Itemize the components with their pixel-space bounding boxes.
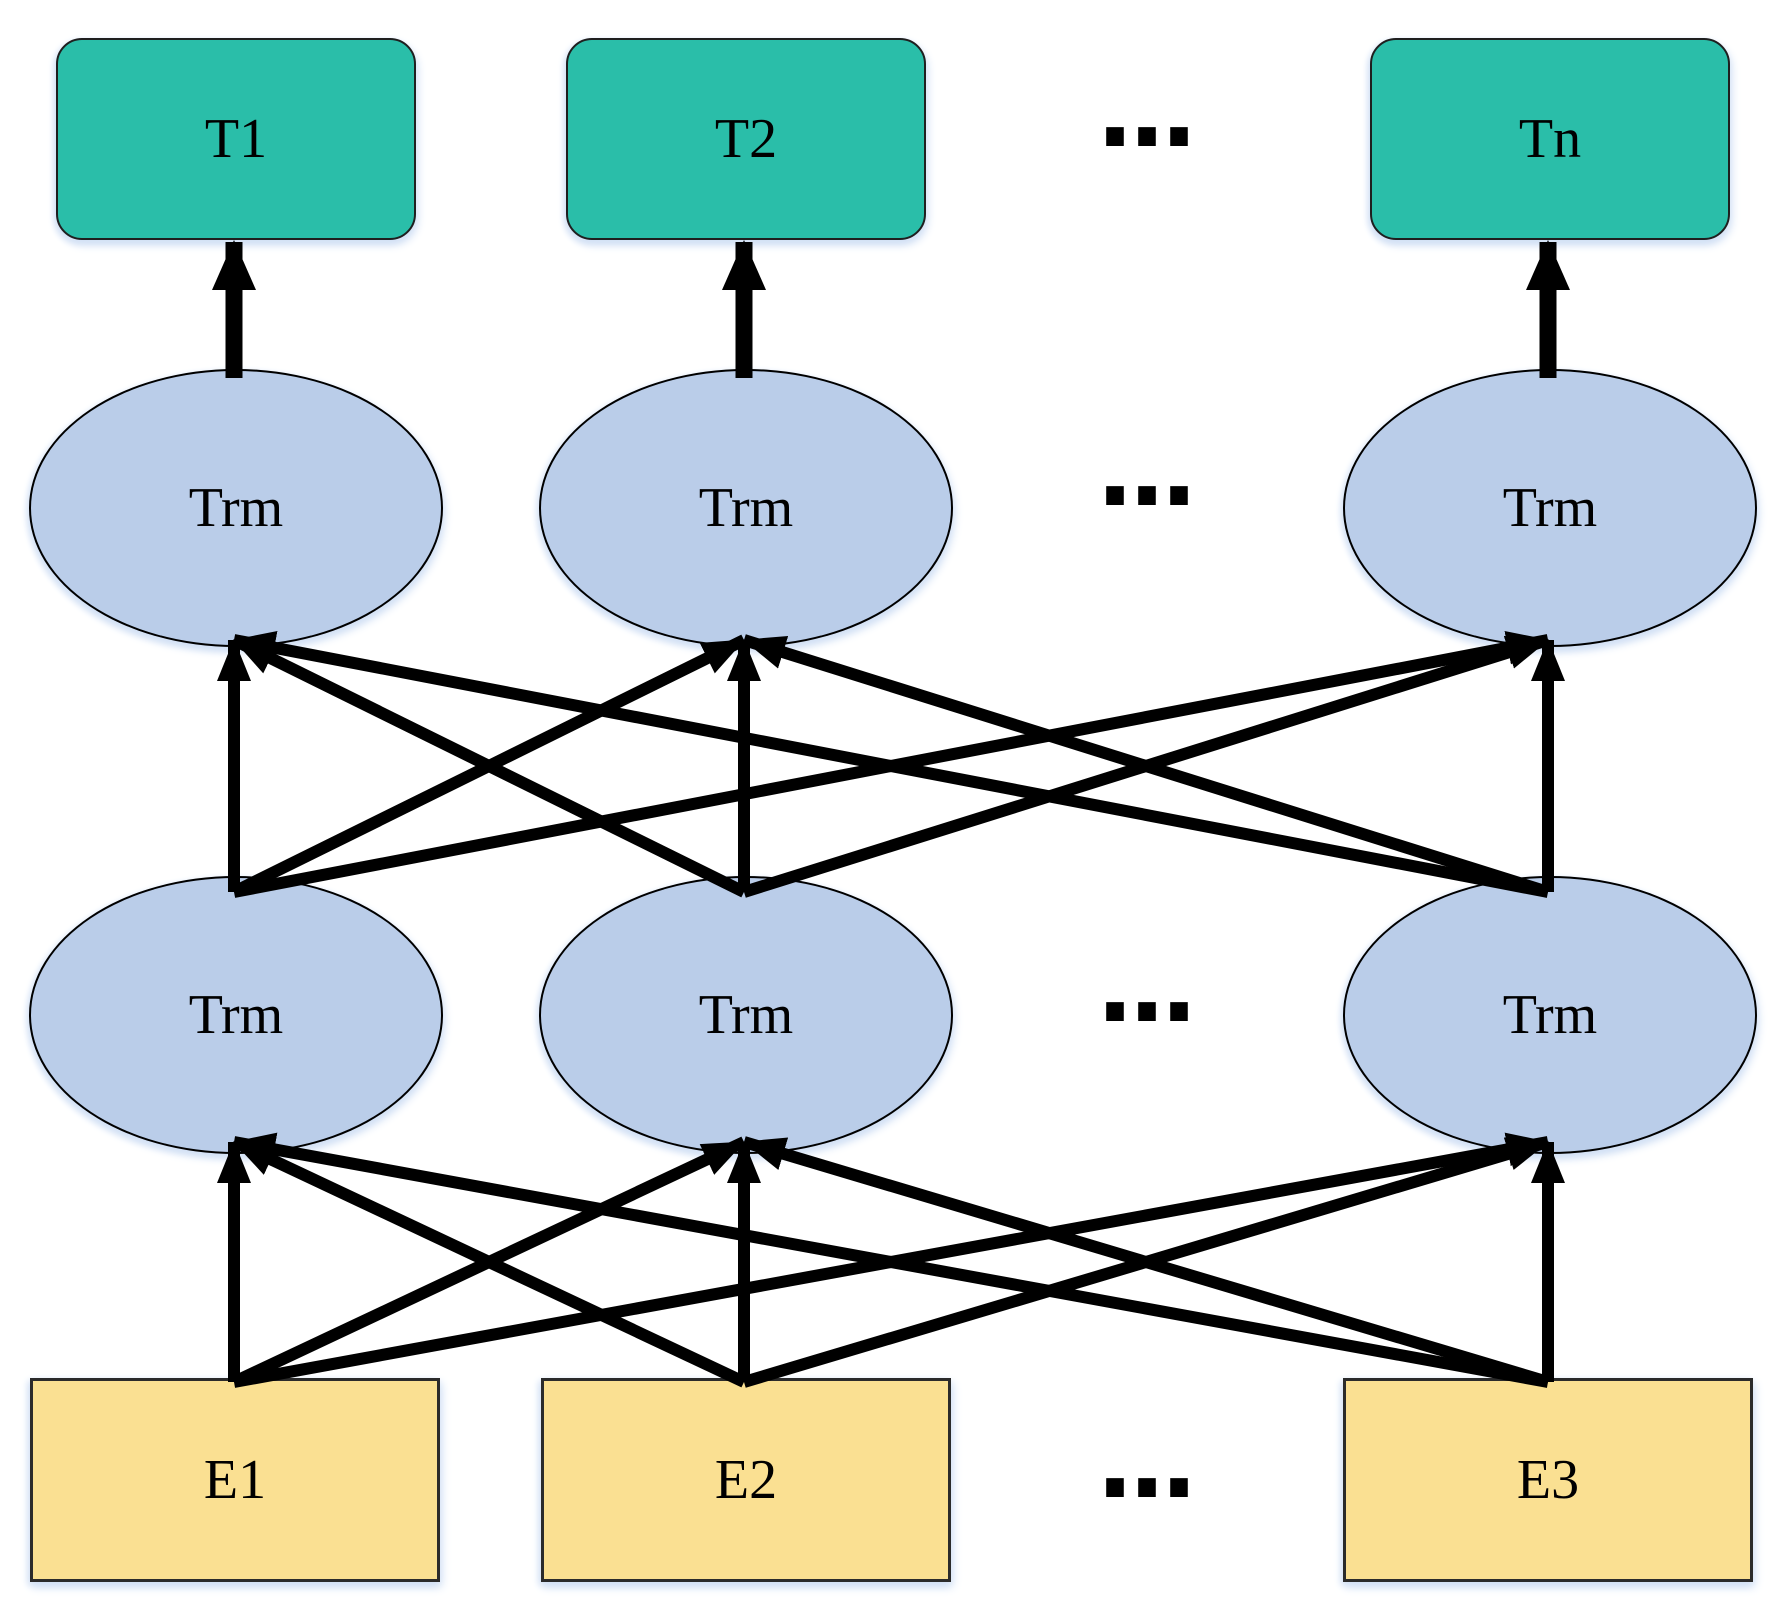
ellipsis-output-row: ... (1096, 53, 1198, 170)
output-box-t1-label: T1 (204, 108, 268, 170)
trm-node-layer1-2-label: Trm (698, 984, 794, 1046)
arrow (231, 1136, 747, 1388)
trm-node-layer2-3: Trm (1343, 369, 1757, 647)
arrow (742, 1136, 1550, 1388)
trm-node-layer1-1-label: Trm (188, 984, 284, 1046)
arrow (232, 1132, 1550, 1388)
trm-node-layer2-3-label: Trm (1502, 477, 1598, 539)
ellipsis-layer1-row: ... (1096, 928, 1198, 1045)
arrow (742, 634, 1550, 898)
trm-node-layer1-3-label: Trm (1502, 984, 1598, 1046)
arrow (231, 634, 747, 898)
arrow (231, 634, 747, 898)
trm-node-layer2-1-label: Trm (188, 477, 284, 539)
trm-node-layer2-2-label: Trm (698, 477, 794, 539)
trm-node-layer2-2: Trm (539, 369, 953, 647)
output-box-t2-label: T2 (714, 108, 778, 170)
arrow (232, 631, 1550, 898)
embedding-box-e1-label: E1 (203, 1449, 267, 1511)
output-box-tn: Tn (1370, 38, 1730, 240)
arrow (232, 631, 1550, 898)
arrow (231, 1136, 747, 1388)
arrow (742, 1136, 1550, 1388)
embedding-box-e2: E2 (541, 1378, 951, 1582)
ellipsis-embedding-row: ... (1096, 1404, 1198, 1521)
output-box-t1: T1 (56, 38, 416, 240)
trm-node-layer1-3: Trm (1343, 876, 1757, 1154)
arrow (232, 1132, 1550, 1388)
trm-node-layer1-2: Trm (539, 876, 953, 1154)
embedding-box-e2-label: E2 (714, 1449, 778, 1511)
output-box-tn-label: Tn (1518, 108, 1582, 170)
trm-node-layer2-1: Trm (29, 369, 443, 647)
arrow (742, 634, 1550, 898)
embedding-box-e3: E3 (1343, 1378, 1753, 1582)
output-box-t2: T2 (566, 38, 926, 240)
ellipsis-layer2-row: ... (1096, 412, 1198, 529)
embedding-box-e1: E1 (30, 1378, 440, 1582)
trm-node-layer1-1: Trm (29, 876, 443, 1154)
embedding-box-e3-label: E3 (1516, 1449, 1580, 1511)
